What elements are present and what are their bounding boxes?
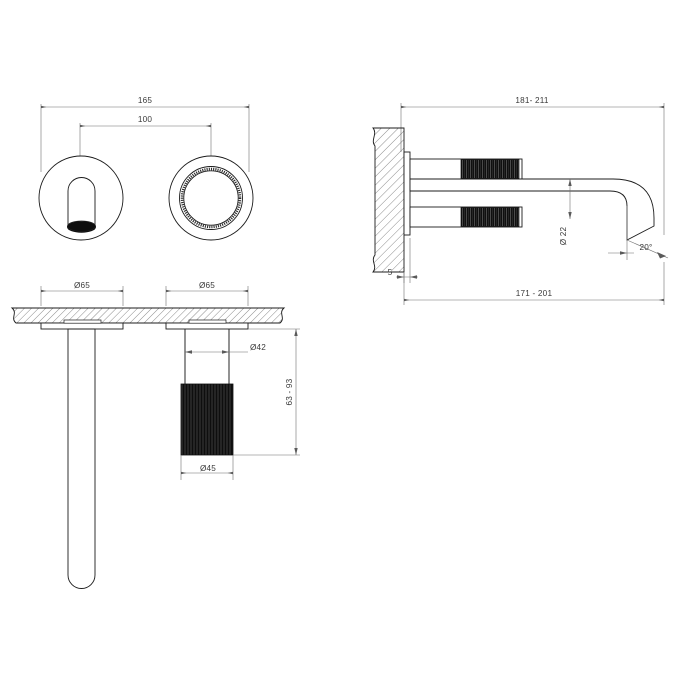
spout-outline bbox=[409, 178, 655, 241]
side-dimension-20deg: 20° bbox=[608, 206, 669, 260]
side-dimension-171-201: 171 - 201 bbox=[403, 262, 665, 305]
dim-label-100: 100 bbox=[138, 115, 153, 124]
section-dimension-d45: Ø45 bbox=[180, 455, 234, 480]
dim-label-181-211: 181- 211 bbox=[515, 96, 549, 105]
knurled-handle-lower bbox=[460, 207, 520, 227]
side-handle-upper bbox=[409, 158, 523, 180]
dim-label-63-93: 63 - 93 bbox=[285, 378, 294, 405]
section-dimension-d65-right: Ø65 bbox=[165, 281, 249, 306]
wall-hatch-body bbox=[372, 127, 405, 273]
spout-outlet-ellipse bbox=[67, 221, 96, 233]
knurled-cartridge bbox=[180, 383, 234, 456]
dim-label-d65-left: Ø65 bbox=[74, 281, 90, 290]
front-view-group: 165 100 bbox=[38, 96, 254, 241]
front-handle-escutcheon bbox=[168, 155, 254, 241]
section-dimension-d42: Ø42 bbox=[185, 343, 266, 354]
section-wall-hatch bbox=[10, 307, 286, 324]
side-dimension-d22: Ø 22 bbox=[559, 179, 572, 245]
dim-label-5: 5 bbox=[388, 268, 393, 277]
side-view-group: 181- 211 5 bbox=[372, 96, 669, 305]
front-dimension-165: 165 bbox=[40, 96, 250, 172]
dim-label-171-201: 171 - 201 bbox=[516, 289, 553, 298]
dim-label-20deg: 20° bbox=[640, 243, 653, 252]
section-wall-slab bbox=[10, 307, 286, 324]
side-handle-lower bbox=[409, 206, 523, 228]
section-spout-tube bbox=[67, 328, 96, 589]
section-dimension-63-93: 63 - 93 bbox=[233, 328, 300, 456]
side-dimension-5: 5 bbox=[388, 238, 418, 283]
section-dimension-d65-left: Ø65 bbox=[40, 281, 124, 306]
dim-label-d45: Ø45 bbox=[200, 464, 216, 473]
dim-label-d42: Ø42 bbox=[250, 343, 266, 352]
section-plate-right bbox=[165, 319, 249, 330]
dim-label-d65-right: Ø65 bbox=[199, 281, 215, 290]
section-handle-body bbox=[180, 329, 234, 456]
spout-tube-outline bbox=[67, 328, 96, 589]
section-view-group: Ø65 Ø65 bbox=[10, 281, 300, 589]
knurled-handle-upper bbox=[460, 159, 520, 179]
side-wall-section bbox=[372, 127, 405, 273]
dim-label-165: 165 bbox=[138, 96, 153, 105]
wall-plate bbox=[403, 151, 411, 236]
side-spout-body bbox=[409, 178, 655, 241]
front-spout-escutcheon bbox=[38, 155, 124, 241]
side-dimension-181-211: 181- 211 bbox=[400, 96, 665, 235]
dim-label-d22: Ø 22 bbox=[559, 226, 568, 245]
